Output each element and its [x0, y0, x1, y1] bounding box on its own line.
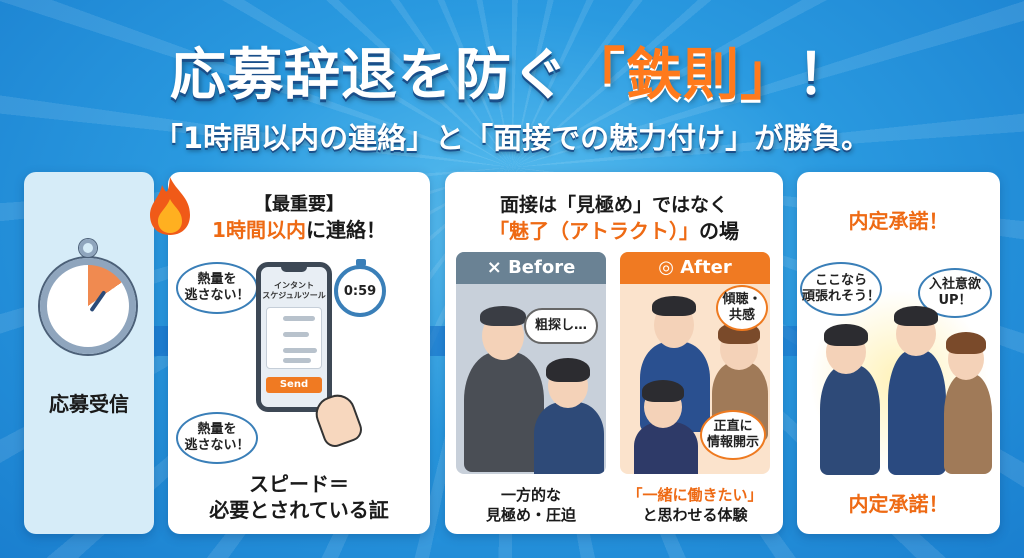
- step3-heading-line2: 「魅了（アトラクト）」の場: [445, 215, 783, 244]
- person-candidate: [820, 365, 880, 475]
- stopwatch-icon: [40, 239, 136, 354]
- fire-icon: [150, 177, 190, 235]
- timer-value: 0:59: [343, 283, 377, 299]
- step4-footer: 内定承諾！: [848, 492, 949, 516]
- step3-heading-rest: の場: [699, 219, 739, 243]
- step4-heading: 内定承諾！: [848, 209, 949, 233]
- speech-bubble-left: ここなら 頑張れそう！: [800, 262, 882, 316]
- send-button[interactable]: Send: [266, 377, 322, 393]
- page-title: 応募辞退を防ぐ「鉄則」！: [0, 30, 1024, 111]
- after-label: ◎ After: [620, 252, 770, 284]
- step2-footer-line1: スピード＝: [249, 472, 349, 496]
- person-interviewer: [888, 350, 946, 475]
- after-caption-line2: と思わせる体験: [642, 506, 748, 524]
- step2-footer-line2: 必要とされている証: [209, 498, 389, 522]
- page-subtitle: 「1時間以内の連絡」と「面接での魅力付け」が勝負。: [153, 121, 871, 155]
- step2-heading-line1: 【最重要】: [254, 194, 344, 215]
- step2-heading-accent: 1時間以内: [212, 218, 306, 242]
- before-caption-line2: 見極め・圧迫: [485, 506, 576, 524]
- title-main: 応募辞退を防ぐ: [170, 43, 569, 108]
- after-caption-accent: 「一緒に働きたい」: [627, 486, 763, 504]
- phone-illustration: インタント スケジュルツール Send: [256, 262, 332, 412]
- phone-title: インタント スケジュルツール: [262, 281, 326, 300]
- step3-heading-line1: 面接は「見極め」ではなく: [499, 194, 728, 216]
- speech-bubble-listening: 傾聴・ 共感: [716, 285, 768, 331]
- before-caption-line1: 一方的な: [500, 486, 561, 504]
- timer-icon: 0:59: [334, 259, 386, 317]
- speech-bubble-disclosure: 正直に 情報開示: [700, 410, 766, 460]
- step1-label: 応募受信: [49, 392, 129, 416]
- thought-bubble: 粗探し…: [524, 308, 598, 344]
- schedule-form: [266, 307, 322, 369]
- step2-heading-line2: 1時間以内に連絡！: [168, 214, 430, 243]
- speech-bubble-top: 熱量を 逃さない！: [176, 262, 258, 314]
- before-panel: × Before: [456, 252, 606, 474]
- before-label: × Before: [456, 252, 606, 284]
- step2-heading-rest: に連絡！: [305, 218, 386, 242]
- title-end: ！: [797, 43, 854, 108]
- step3-heading-accent: 「魅了（アトラクト）」: [489, 219, 699, 243]
- speech-bubble-bottom: 熱量を 逃さない！: [176, 412, 258, 464]
- title-accent: 「鉄則」: [569, 43, 797, 108]
- speech-bubble-right: 入社意欲 UP！: [918, 268, 992, 318]
- person-colleague: [944, 374, 992, 474]
